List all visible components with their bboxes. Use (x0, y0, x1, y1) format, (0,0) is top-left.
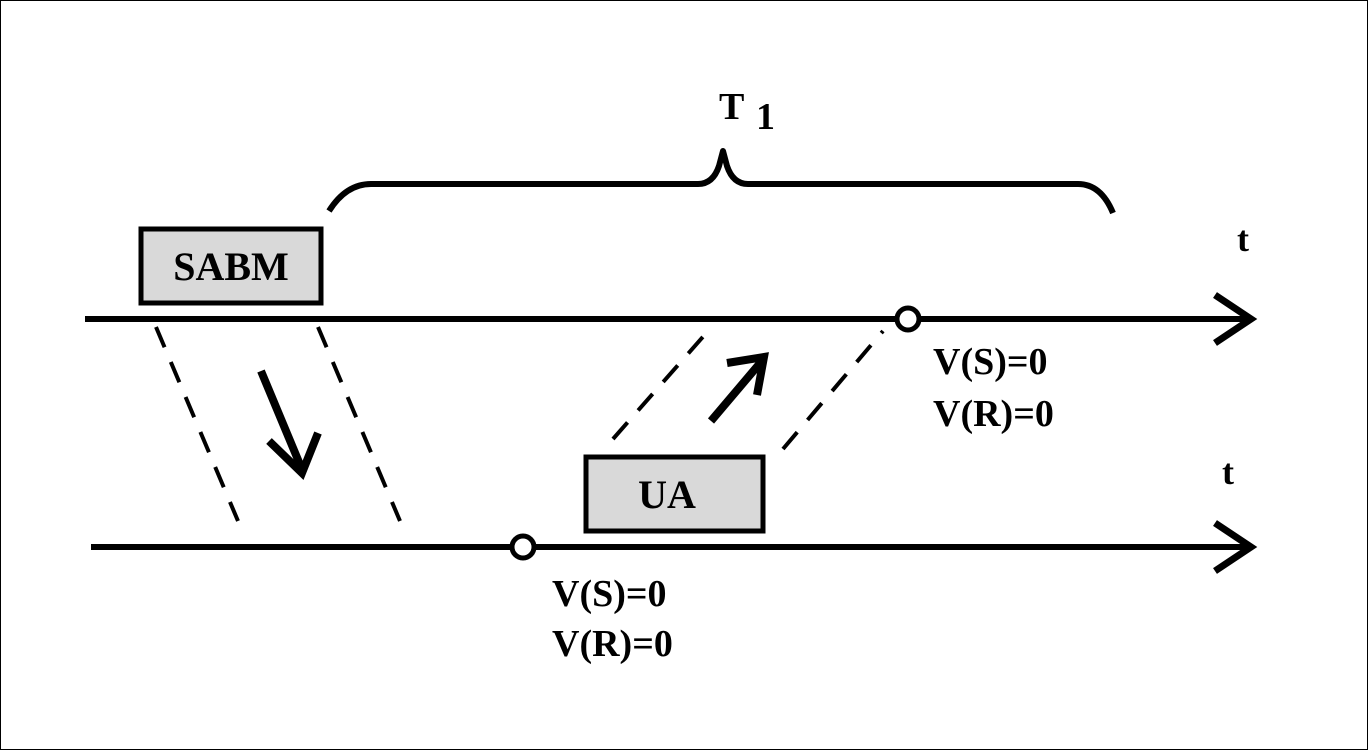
ua-frame-box (583, 454, 766, 534)
top-event-vs-label: V(S)=0 (933, 341, 1048, 383)
timer-brace (326, 148, 1116, 215)
bottom-axis-label: t (1222, 452, 1234, 492)
top-axis-label: t (1237, 219, 1249, 259)
ua-frame-label: UA (638, 472, 696, 517)
brace-label: T (719, 86, 744, 128)
sabm-direction-arrowhead (266, 431, 322, 481)
top-event-vr-label: V(R)=0 (933, 393, 1054, 435)
ua-transmission-edge-right (781, 329, 885, 451)
brace-label-subscript: 1 (756, 96, 775, 138)
sabm-direction-arrow-shaft (257, 369, 305, 469)
ua-direction-arrow-shaft (707, 359, 765, 424)
ua-direction-arrowhead (726, 352, 769, 396)
top-timeline-arrowhead (1213, 292, 1258, 346)
bottom-event-vs-label: V(S)=0 (552, 573, 667, 615)
sabm-transmission-edge-left (154, 326, 240, 522)
sabm-frame-label: SABM (173, 244, 289, 289)
bottom-event-vr-label: V(R)=0 (552, 623, 673, 665)
sabm-transmission-edge-right (316, 326, 402, 522)
top-event-marker (894, 305, 922, 333)
sabm-frame-box (138, 226, 324, 306)
bottom-timeline-arrowhead (1213, 520, 1258, 574)
bottom-event-marker (509, 533, 537, 561)
ua-transmission-edge-left (611, 329, 710, 441)
